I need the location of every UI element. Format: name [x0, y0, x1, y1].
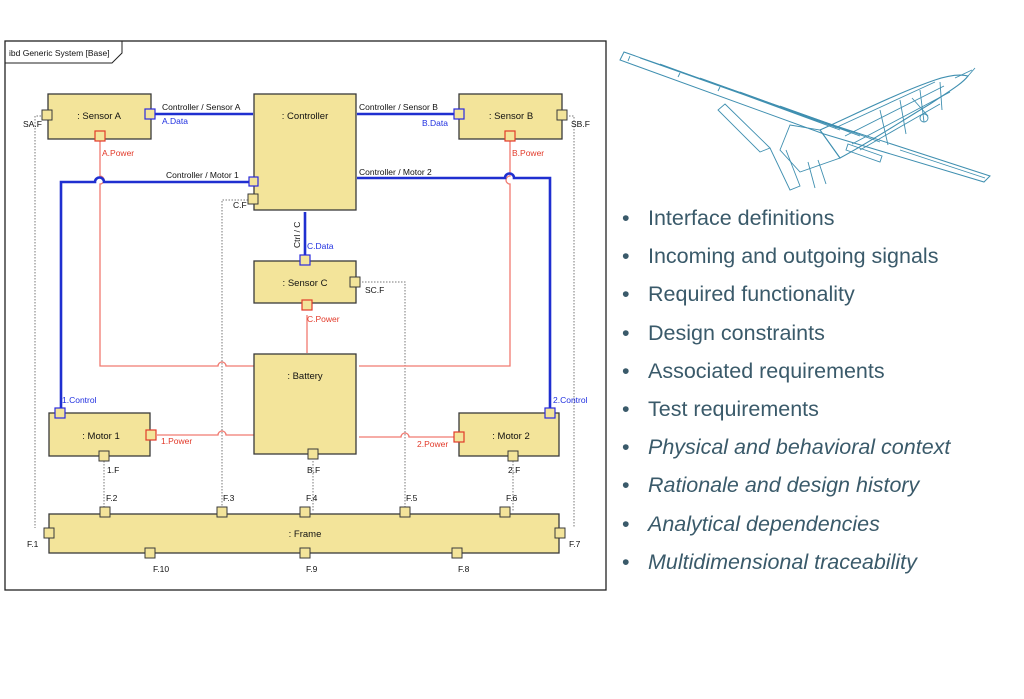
port-label-f6: F.6 — [506, 493, 518, 503]
port-label-2-power: 2.Power — [417, 439, 448, 449]
block-controller-title: : Controller — [282, 111, 328, 122]
block-sensor-b-title: : Sensor B — [489, 111, 533, 122]
port-label-sa-f: SA.F — [23, 119, 42, 129]
frame-wires — [34, 115, 575, 528]
port-label-2-f: 2.F — [508, 465, 520, 475]
connector-label-ctrl-sensor-b: Controller / Sensor B — [359, 102, 438, 112]
data-wires — [59, 112, 552, 410]
block-controller[interactable] — [253, 93, 357, 211]
port-label-f2: F.2 — [106, 493, 118, 503]
bullet-item: • Required functionality — [622, 282, 1022, 320]
bullet-item: • Incoming and outgoing signals — [622, 244, 1022, 282]
port-label-a-data: A.Data — [162, 116, 188, 126]
bullet-text: Interface definitions — [648, 206, 835, 230]
bullet-dot-icon: • — [622, 206, 630, 230]
bullet-text: Associated requirements — [648, 358, 885, 383]
port-label-sb-f: SB.F — [571, 119, 590, 129]
bullet-text: Physical and behavioral context — [648, 435, 951, 460]
block-motor-1-title: : Motor 1 — [82, 431, 120, 442]
block-frame-title: : Frame — [289, 529, 322, 540]
port-label-f1: F.1 — [27, 539, 39, 549]
block-battery[interactable] — [253, 353, 357, 455]
bullet-item: • Interface definitions — [622, 206, 1022, 244]
frame-title: ibd Generic System [Base] — [9, 48, 110, 58]
bullet-text: Required functionality — [648, 282, 855, 307]
bullet-dot-icon: • — [622, 549, 630, 574]
port-label-1-power: 1.Power — [161, 436, 192, 446]
port-label-f4: F.4 — [306, 493, 318, 503]
block-sensor-a-title: : Sensor A — [77, 111, 121, 122]
port-label-f10: F.10 — [153, 564, 169, 574]
port-label-c-power: C.Power — [307, 314, 340, 324]
block-battery-title: : Battery — [287, 371, 323, 382]
bullet-item: • Physical and behavioral context — [622, 435, 1022, 473]
port-label-c-f: C.F — [233, 200, 247, 210]
connector-label-ctrl-motor-2: Controller / Motor 2 — [359, 167, 432, 177]
bullet-item: • Test requirements — [622, 397, 1022, 435]
connector-label-ctrl-sensor-a: Controller / Sensor A — [162, 102, 241, 112]
bullet-dot-icon: • — [622, 473, 630, 498]
port-label-f7: F.7 — [569, 539, 581, 549]
port-label-b-f: B.F — [307, 465, 320, 475]
power-wires — [99, 141, 511, 438]
port-label-1-control: 1.Control — [62, 395, 97, 405]
bullet-text: Incoming and outgoing signals — [648, 244, 939, 269]
port-label-sc-f: SC.F — [365, 285, 384, 295]
bullet-item: • Multidimensional traceability — [622, 550, 1022, 588]
bullet-item: • Design constraints — [622, 321, 1022, 359]
port-label-f8: F.8 — [458, 564, 470, 574]
bullet-dot-icon: • — [622, 358, 630, 383]
port-label-b-data: B.Data — [422, 118, 448, 128]
port-label-2-control: 2.Control — [553, 395, 588, 405]
port-label-a-power: A.Power — [102, 148, 134, 158]
bullet-dot-icon: • — [622, 511, 630, 536]
drone-wireframe-icon — [619, 51, 991, 191]
port-label-f5: F.5 — [406, 493, 418, 503]
bullet-text: Design constraints — [648, 320, 825, 345]
bullet-item: • Analytical dependencies — [622, 512, 1022, 550]
feature-bullet-list: • Interface definitions • Incoming and outg… — [622, 206, 1022, 588]
bullet-dot-icon: • — [622, 320, 630, 345]
block-sensor-c-title: : Sensor C — [283, 278, 328, 289]
bullet-item: • Associated requirements — [622, 359, 1022, 397]
bullet-dot-icon: • — [622, 396, 630, 421]
bullet-text: Multidimensional traceability — [648, 549, 917, 574]
bullet-dot-icon: • — [622, 244, 630, 269]
port-label-c-data: C.Data — [307, 241, 334, 251]
bullet-text: Analytical dependencies — [648, 511, 880, 536]
port-label-1-f: 1.F — [107, 465, 119, 475]
frame-title-tab — [5, 41, 123, 64]
port-label-f9: F.9 — [306, 564, 318, 574]
port-label-b-power: B.Power — [512, 148, 544, 158]
block-frame[interactable] — [48, 513, 560, 554]
ports — [41, 108, 568, 559]
bullet-item: • Rationale and design history — [622, 473, 1022, 511]
bullet-dot-icon: • — [622, 435, 630, 460]
bullet-text: Rationale and design history — [648, 473, 920, 498]
connector-label-ctrl-c: Ctrl / C — [292, 222, 302, 248]
port-label-f3: F.3 — [223, 493, 235, 503]
block-motor-2-title: : Motor 2 — [492, 431, 530, 442]
connector-label-ctrl-motor-1: Controller / Motor 1 — [166, 170, 239, 180]
bullet-dot-icon: • — [622, 282, 630, 307]
bullet-text: Test requirements — [648, 396, 819, 421]
